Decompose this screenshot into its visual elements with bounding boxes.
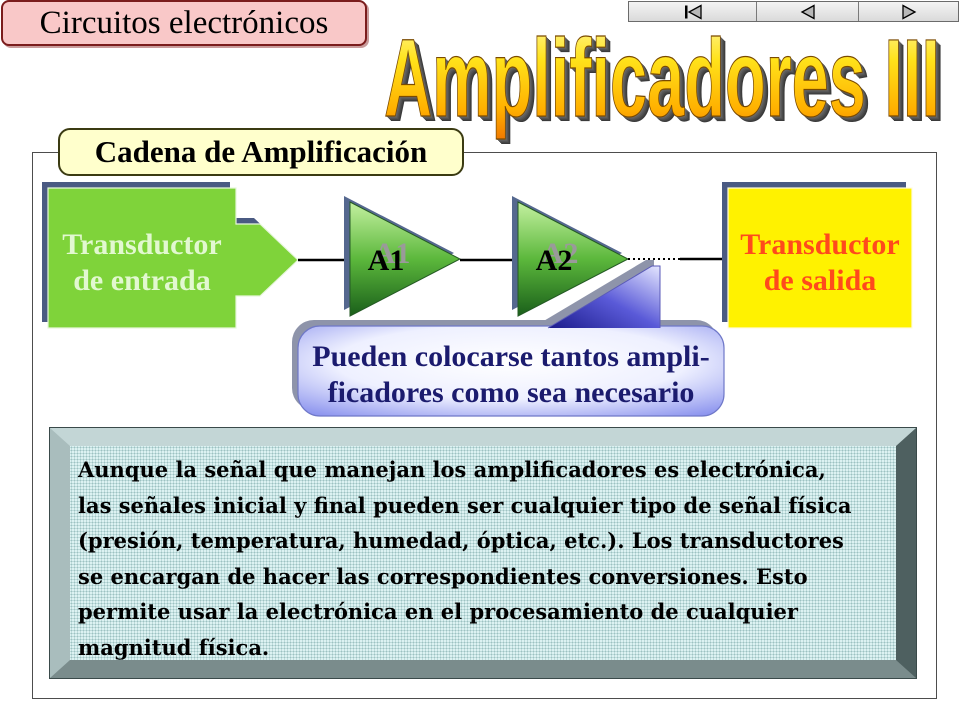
note-text: Aunque la señal que manejan los amplific…: [78, 452, 851, 666]
note-line: (presión, temperatura, humedad, óptica, …: [78, 528, 844, 554]
note-line: permite usar la electrónica en el proces…: [78, 599, 798, 625]
title-extrusion: Amplificadores III: [389, 22, 945, 145]
next-slide-icon: [901, 3, 916, 20]
next-slide-button[interactable]: [859, 2, 958, 21]
first-slide-button[interactable]: [629, 2, 757, 21]
section-frame: [32, 152, 937, 699]
first-slide-icon: [684, 3, 702, 20]
course-label-box: Circuitos electrónicos: [1, 0, 367, 46]
section-title: Cadena de Amplificación: [94, 134, 428, 169]
title-extrusion: Amplificadores III: [386, 19, 942, 142]
slide-navigation: [628, 1, 959, 22]
previous-slide-icon: [800, 3, 815, 20]
note-line: Aunque la señal que manejan los amplific…: [78, 457, 826, 482]
note-box: Aunque la señal que manejan los amplific…: [50, 428, 916, 678]
course-label: Circuitos electrónicos: [39, 5, 329, 41]
slide-title: Amplificadores III Amplificadores III Am…: [383, 16, 945, 145]
note-line: las señales inicial y final pueden ser c…: [78, 492, 852, 518]
previous-slide-button[interactable]: [757, 2, 859, 21]
title-extrusion: Amplificadores III: [387, 20, 943, 143]
title-extrusion: Amplificadores III: [388, 21, 944, 144]
title-extrusion: Amplificadores III: [385, 18, 941, 141]
note-line: se encargan de hacer las correspondiente…: [78, 563, 808, 589]
section-tab: Cadena de Amplificación: [58, 128, 464, 176]
title-text: Amplificadores III: [384, 17, 940, 140]
note-line: magnitud física.: [78, 634, 270, 660]
